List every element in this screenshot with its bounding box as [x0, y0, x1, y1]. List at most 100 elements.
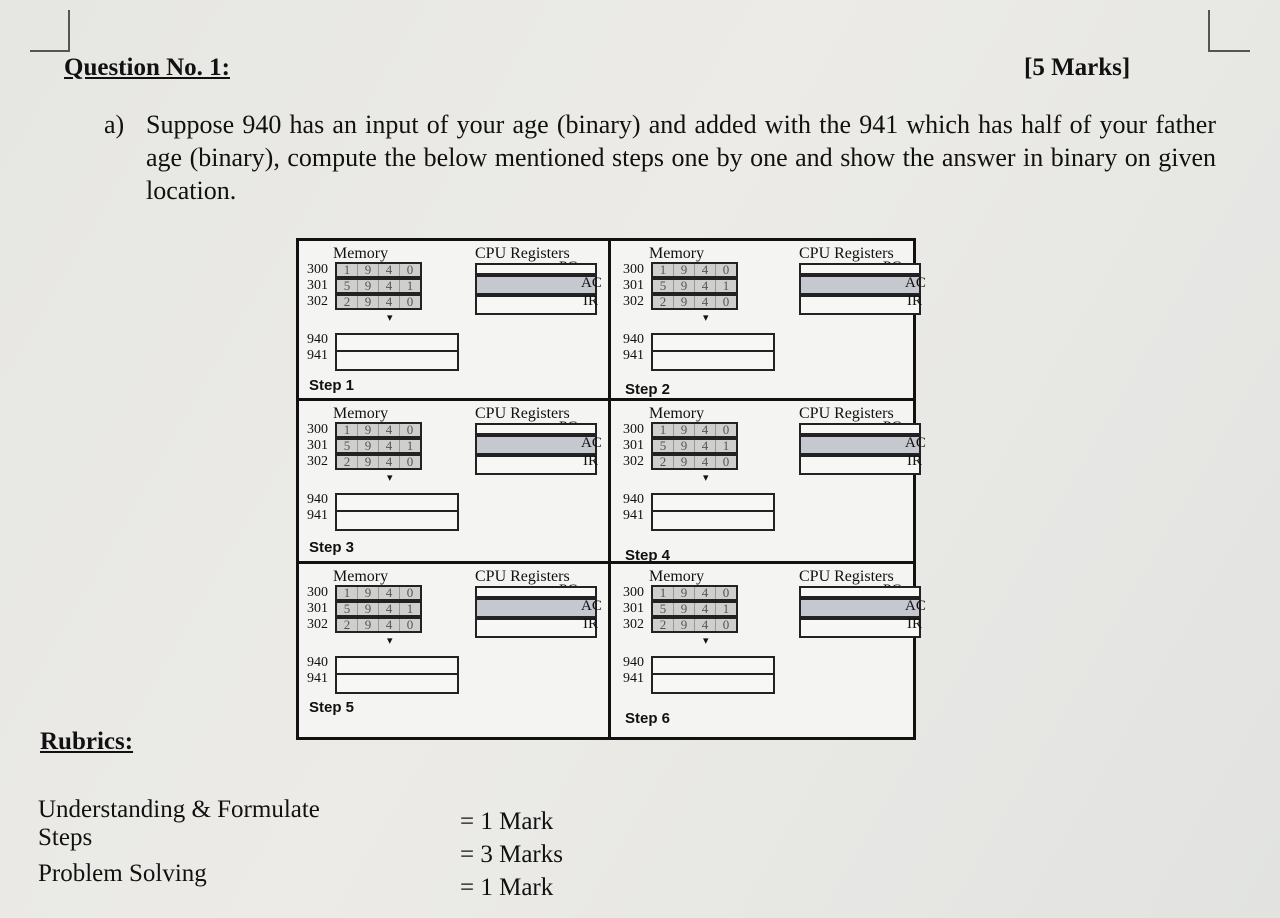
memory-digit: 9: [673, 439, 694, 452]
memory-digit: 9: [673, 455, 694, 468]
part-label: a): [104, 110, 125, 139]
memory-location-940: 940: [307, 655, 328, 670]
memory-digit: 9: [673, 618, 694, 631]
memory-940-941-box: [335, 493, 459, 531]
memory-location-941: 941: [623, 671, 644, 686]
ir-register: [799, 455, 921, 475]
memory-digit: 5: [343, 601, 351, 616]
memory-digit: 0: [399, 586, 420, 599]
ac-label: AC: [905, 275, 926, 291]
memory-digit: 9: [673, 423, 694, 436]
memory-digit: 1: [343, 585, 351, 600]
crop-mark-top-right: [1208, 10, 1250, 52]
memory-digit: 4: [378, 263, 399, 276]
memory-location-941: 941: [307, 671, 328, 686]
memory-digit: 9: [357, 279, 378, 292]
memory-digit: 4: [378, 455, 399, 468]
memory-940-941-box: [335, 656, 459, 694]
memory-digit: 9: [357, 455, 378, 468]
cpu-registers-title: CPU Registers: [475, 568, 570, 585]
memory-digit: 4: [694, 295, 715, 308]
step-label: Step 2: [625, 381, 671, 398]
memory-address: 301: [307, 438, 328, 453]
cpu-registers-title: CPU Registers: [475, 405, 570, 422]
memory-digit: 9: [357, 618, 378, 631]
rubric-label: Problem Solving: [38, 860, 207, 887]
memory-location-940: 940: [623, 492, 644, 507]
ac-register: [475, 598, 597, 618]
memory-digit: 0: [715, 295, 736, 308]
memory-digit: 5: [343, 438, 351, 453]
cpu-registers-title: CPU Registers: [799, 245, 894, 262]
memory-digit: 1: [399, 439, 420, 452]
memory-digit: 0: [399, 618, 420, 631]
memory-address: 301: [623, 438, 644, 453]
memory-title: Memory: [333, 568, 389, 585]
memory-digit: 0: [715, 586, 736, 599]
down-arrow-icon: ▾: [703, 312, 709, 324]
memory-location-941: 941: [307, 508, 328, 523]
memory-digit: 4: [694, 618, 715, 631]
memory-digit: 1: [343, 262, 351, 277]
memory-address: 302: [307, 294, 328, 309]
memory-digit: 9: [357, 602, 378, 615]
ir-register: [475, 618, 597, 638]
memory-digit: 1: [715, 439, 736, 452]
memory-940-941-box: [651, 656, 775, 694]
memory-digit: 1: [343, 422, 351, 437]
rubric-label: Understanding & Formulate: [38, 796, 320, 823]
down-arrow-icon: ▾: [387, 472, 393, 484]
step-label: Step 6: [625, 710, 671, 727]
ac-register: [799, 275, 921, 295]
memory-digit: 2: [343, 454, 351, 469]
memory-digit: 4: [694, 423, 715, 436]
memory-digit: 0: [399, 423, 420, 436]
memory-title: Memory: [649, 405, 705, 422]
ac-label: AC: [905, 598, 926, 614]
diagram-vertical-divider: [608, 241, 611, 737]
memory-address: 301: [307, 278, 328, 293]
memory-digit: 4: [378, 295, 399, 308]
memory-digit: 4: [694, 455, 715, 468]
memory-digit: 0: [715, 455, 736, 468]
memory-digit: 4: [694, 602, 715, 615]
memory-digit: 4: [378, 586, 399, 599]
memory-digit: 1: [399, 279, 420, 292]
memory-address: 300: [307, 422, 328, 437]
diagram-divider-1: [299, 398, 913, 401]
memory-address: 300: [307, 585, 328, 600]
memory-address: 302: [623, 294, 644, 309]
memory-digit: 0: [399, 263, 420, 276]
memory-940-941-box: [335, 333, 459, 371]
memory-digit: 9: [673, 602, 694, 615]
ac-label: AC: [581, 435, 602, 451]
memory-address: 302: [623, 617, 644, 632]
down-arrow-icon: ▾: [387, 312, 393, 324]
memory-digit: 4: [694, 439, 715, 452]
memory-digit: 9: [357, 439, 378, 452]
memory-digit: 5: [343, 278, 351, 293]
question-marks: [5 Marks]: [1024, 54, 1131, 81]
memory-digit: 0: [715, 263, 736, 276]
ir-register: [475, 455, 597, 475]
memory-location-941: 941: [623, 348, 644, 363]
memory-digit: 0: [399, 455, 420, 468]
ac-register: [475, 435, 597, 455]
cpu-registers-title: CPU Registers: [799, 568, 894, 585]
